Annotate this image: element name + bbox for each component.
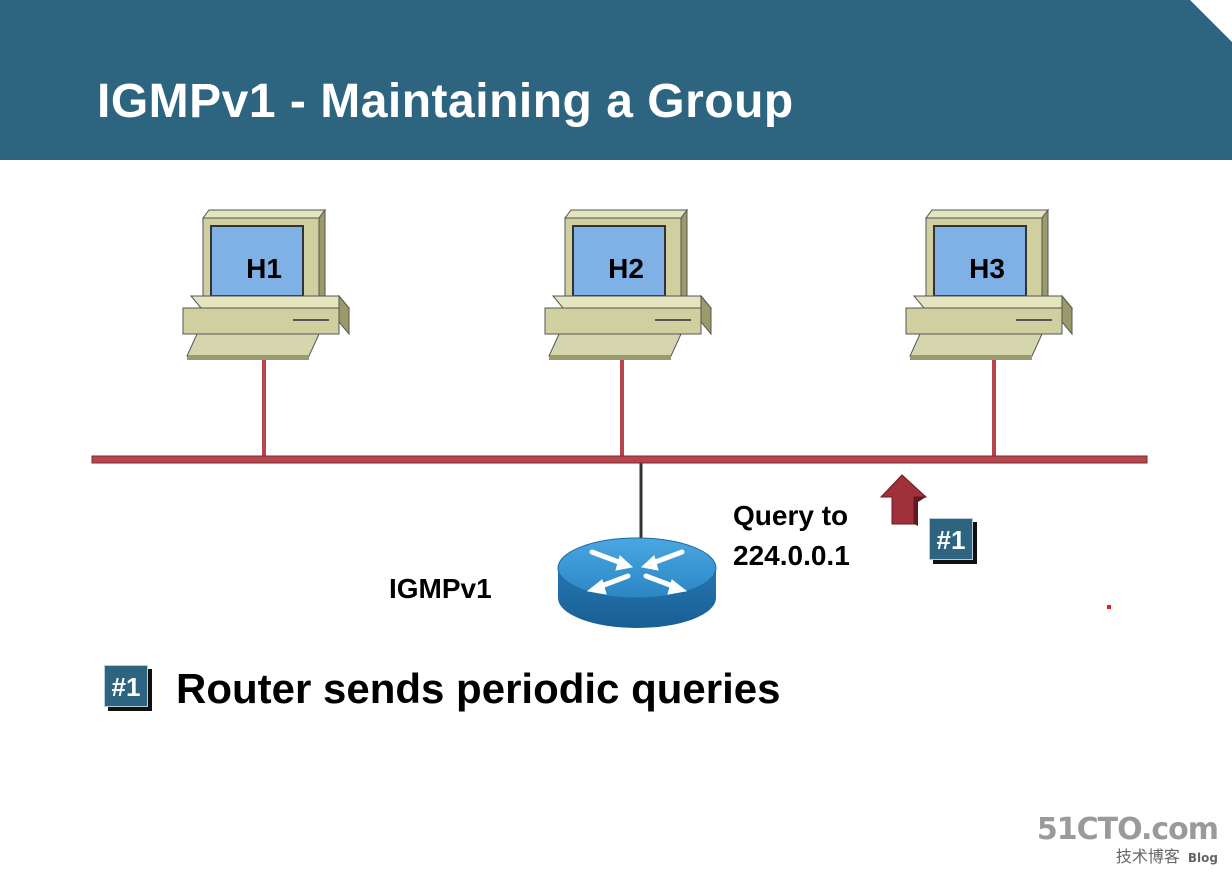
query-up-arrow-icon — [879, 474, 928, 526]
step-badge-legend: #1 — [104, 665, 148, 707]
computer-h1-icon — [182, 208, 351, 360]
title-banner: IGMPv1 - Maintaining a Group — [0, 0, 1232, 160]
query-label-line2: 224.0.0.1 — [733, 540, 850, 571]
router-label: IGMPv1 — [389, 573, 492, 604]
watermark-sub: 技术博客 — [1115, 847, 1180, 866]
computer-h3-icon — [905, 208, 1074, 360]
slide-title: IGMPv1 - Maintaining a Group — [97, 75, 794, 128]
host-label-h3: H3 — [969, 253, 1005, 284]
step-badge-diagram: #1 — [929, 518, 973, 560]
host-label-h2: H2 — [608, 253, 644, 284]
host-label-h1: H1 — [246, 253, 282, 284]
query-label-line1: Query to — [733, 500, 849, 531]
computer-h2-icon — [544, 208, 713, 360]
legend-text: Router sends periodic queries — [176, 665, 781, 712]
watermark-blog: Blog — [1187, 851, 1218, 865]
banner-corner-fold — [1190, 0, 1232, 42]
watermark-main: 51CTO.com — [1036, 812, 1219, 847]
watermark: 51CTO.com 技术博客 Blog — [1036, 812, 1219, 867]
red-dot-mark — [1107, 605, 1111, 609]
router-icon — [557, 537, 717, 628]
lan-segment — [91, 455, 1148, 464]
